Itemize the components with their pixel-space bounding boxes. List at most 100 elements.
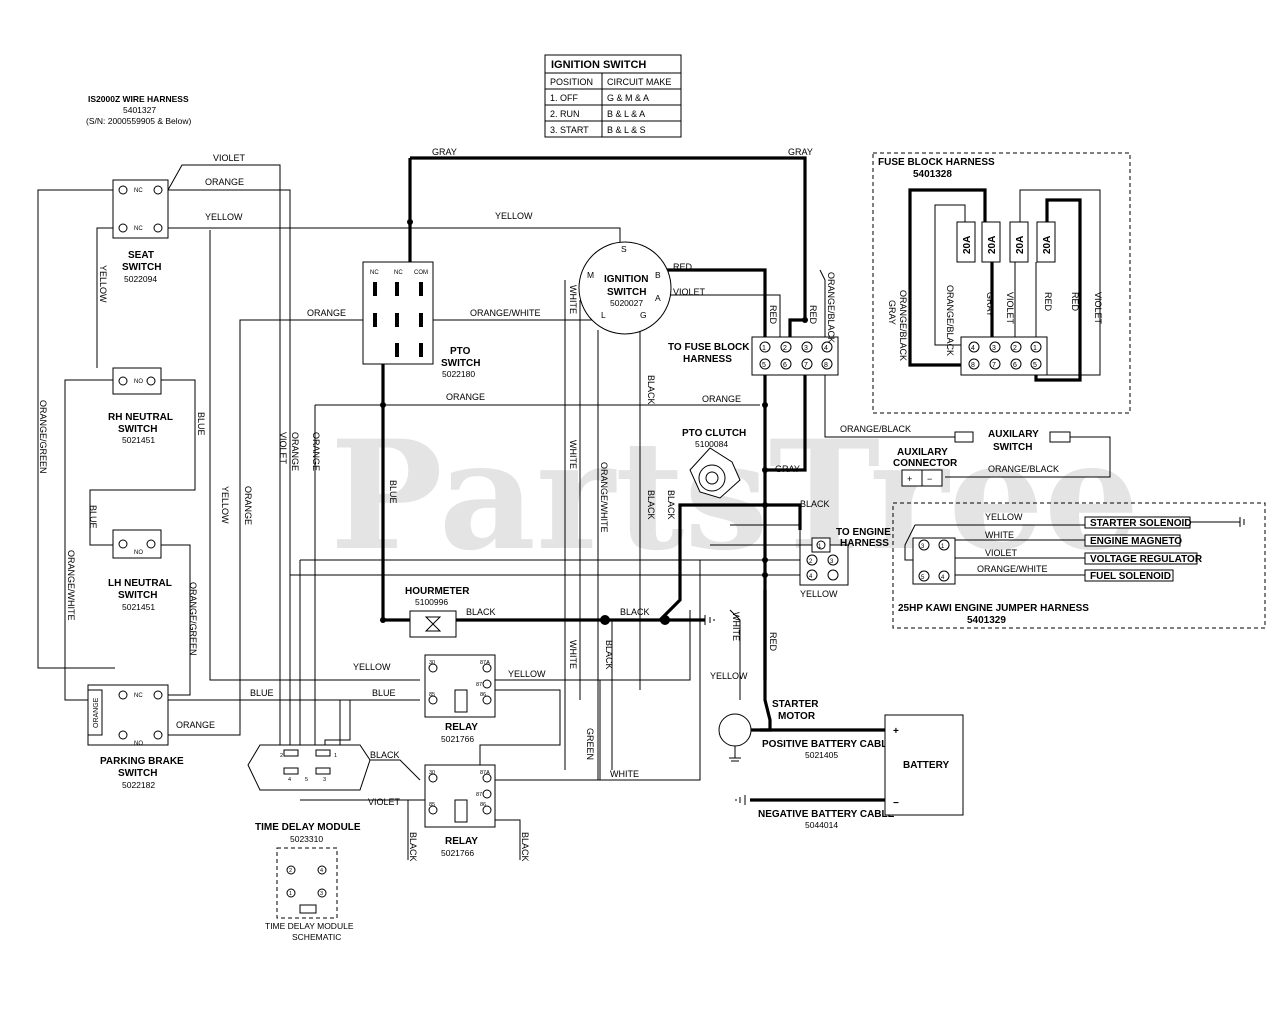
- svg-text:BLUE: BLUE: [88, 505, 98, 529]
- svg-text:IGNITION: IGNITION: [604, 274, 648, 285]
- thin-wires: [37, 164, 1240, 860]
- engine-harness-connector: 1 2 3 4 TO ENGINE HARNESS YELLOW: [799, 527, 891, 599]
- svg-text:GRAY: GRAY: [432, 147, 457, 157]
- svg-text:MOTOR: MOTOR: [778, 711, 816, 722]
- seat-switch: NC NC SEAT SWITCH 5022094: [112, 179, 169, 284]
- svg-text:SWITCH: SWITCH: [118, 590, 157, 601]
- ignition-table-header: CIRCUIT MAKE: [607, 77, 671, 87]
- svg-text:BLUE: BLUE: [372, 688, 396, 698]
- svg-text:ORANGE: ORANGE: [290, 432, 300, 471]
- svg-text:YELLOW: YELLOW: [495, 211, 533, 221]
- svg-text:TO ENGINE: TO ENGINE: [836, 527, 891, 538]
- svg-text:5023310: 5023310: [290, 834, 323, 844]
- svg-text:5: 5: [305, 777, 308, 783]
- svg-text:5100996: 5100996: [415, 597, 448, 607]
- svg-text:GREEN: GREEN: [585, 728, 595, 760]
- svg-text:YELLOW: YELLOW: [353, 662, 391, 672]
- svg-text:PTO CLUTCH: PTO CLUTCH: [682, 428, 746, 439]
- svg-text:NO: NO: [134, 379, 143, 385]
- svg-text:SWITCH: SWITCH: [607, 287, 646, 298]
- svg-text:LH NEUTRAL: LH NEUTRAL: [108, 578, 172, 589]
- svg-text:5401328: 5401328: [913, 169, 952, 180]
- svg-text:5021405: 5021405: [805, 750, 838, 760]
- harness-sn: (S/N: 2000559905 & Below): [86, 116, 192, 126]
- svg-text:BATTERY: BATTERY: [903, 760, 949, 771]
- svg-text:ORANGE/WHITE: ORANGE/WHITE: [66, 550, 76, 621]
- svg-text:+: +: [907, 474, 912, 484]
- svg-text:TO FUSE BLOCK: TO FUSE BLOCK: [668, 342, 750, 353]
- fuse-block-harness: FUSE BLOCK HARNESS 5401328 20A 20A 20A 2…: [872, 152, 1131, 414]
- svg-text:ORANGE/WHITE: ORANGE/WHITE: [977, 564, 1048, 574]
- svg-text:ORANGE/BLACK: ORANGE/BLACK: [826, 272, 836, 343]
- svg-text:WHITE: WHITE: [568, 440, 578, 469]
- svg-text:RELAY: RELAY: [445, 836, 478, 847]
- svg-text:87: 87: [476, 792, 482, 798]
- jumper-harness: 3 1 5 4 STARTER SOLENOID ENGINE MAGNETO …: [892, 502, 1266, 629]
- auxiliary-connector: + − AUXILARY CONNECTOR AUXILARY SWITCH: [893, 429, 1071, 487]
- svg-text:5100084: 5100084: [695, 439, 728, 449]
- svg-text:ORANGE: ORANGE: [93, 697, 100, 728]
- svg-text:NO: NO: [134, 550, 143, 556]
- ignition-table-cell: 1. OFF: [550, 93, 579, 103]
- svg-text:COM: COM: [414, 270, 428, 276]
- svg-text:BLUE: BLUE: [196, 412, 206, 436]
- svg-text:8: 8: [971, 362, 975, 369]
- svg-text:ORANGE/GREEN: ORANGE/GREEN: [188, 582, 198, 656]
- ignition-table-cell: G & M & A: [607, 93, 649, 103]
- svg-text:1: 1: [334, 753, 337, 759]
- svg-text:4: 4: [971, 345, 975, 352]
- svg-text:4: 4: [288, 777, 291, 783]
- svg-text:BLACK: BLACK: [666, 490, 676, 520]
- ignition-table-title: IGNITION SWITCH: [551, 59, 646, 71]
- svg-text:BLACK: BLACK: [408, 832, 418, 862]
- svg-text:87A: 87A: [480, 660, 490, 666]
- svg-text:YELLOW: YELLOW: [220, 486, 230, 524]
- svg-text:ENGINE MAGNETO: ENGINE MAGNETO: [1090, 536, 1182, 547]
- svg-text:ORANGE/GREEN: ORANGE/GREEN: [38, 400, 48, 474]
- svg-text:2: 2: [1013, 345, 1017, 352]
- svg-text:ORANGE/BLACK: ORANGE/BLACK: [840, 424, 911, 434]
- svg-text:BLACK: BLACK: [620, 607, 650, 617]
- svg-text:87: 87: [476, 682, 482, 688]
- svg-text:3: 3: [323, 777, 326, 783]
- svg-text:20A: 20A: [962, 236, 973, 254]
- svg-text:VIOLET: VIOLET: [213, 153, 246, 163]
- parking-brake-switch: ORANGE NC NO PARKING BRAKE SWITCH 502218…: [87, 684, 184, 790]
- svg-text:ORANGE: ORANGE: [702, 394, 741, 404]
- svg-text:ORANGE/WHITE: ORANGE/WHITE: [470, 308, 541, 318]
- harness-part: 5401327: [123, 105, 156, 115]
- svg-text:RED: RED: [808, 305, 818, 325]
- ignition-table-header: POSITION: [550, 77, 593, 87]
- svg-text:5: 5: [1033, 362, 1037, 369]
- svg-text:30: 30: [429, 660, 435, 666]
- svg-text:+: +: [893, 726, 899, 737]
- svg-text:3: 3: [320, 891, 323, 897]
- svg-text:NC: NC: [394, 270, 403, 276]
- svg-text:SWITCH: SWITCH: [441, 358, 480, 369]
- svg-text:VIOLET: VIOLET: [1093, 292, 1103, 325]
- svg-text:5022094: 5022094: [124, 274, 157, 284]
- svg-text:4: 4: [941, 575, 945, 581]
- svg-text:VIOLET: VIOLET: [278, 432, 288, 465]
- svg-text:3: 3: [804, 345, 808, 352]
- ignition-table-cell: 2. RUN: [550, 109, 580, 119]
- svg-text:5021451: 5021451: [122, 435, 155, 445]
- svg-text:SEAT: SEAT: [128, 250, 154, 261]
- ignition-table: IGNITION SWITCH POSITION CIRCUIT MAKE 1.…: [544, 54, 682, 138]
- fuse-block-connector: 1 2 3 4 5 6 7 8 TO FUSE BLOCK HARNESS: [668, 336, 839, 376]
- svg-text:3: 3: [830, 559, 834, 565]
- svg-text:RED: RED: [768, 632, 778, 652]
- svg-text:7: 7: [804, 362, 808, 369]
- svg-text:2: 2: [783, 345, 787, 352]
- svg-text:SCHEMATIC: SCHEMATIC: [292, 932, 341, 942]
- svg-text:BLACK: BLACK: [800, 499, 830, 509]
- svg-text:GRAY: GRAY: [788, 147, 813, 157]
- svg-text:ORANGE: ORANGE: [176, 720, 215, 730]
- svg-text:AUXILARY: AUXILARY: [897, 447, 948, 458]
- svg-text:5401329: 5401329: [967, 615, 1006, 626]
- svg-text:BLUE: BLUE: [250, 688, 274, 698]
- svg-text:TIME DELAY MODULE: TIME DELAY MODULE: [255, 822, 361, 833]
- svg-text:4: 4: [320, 868, 323, 874]
- svg-text:M: M: [587, 270, 594, 280]
- svg-text:VIOLET: VIOLET: [673, 287, 706, 297]
